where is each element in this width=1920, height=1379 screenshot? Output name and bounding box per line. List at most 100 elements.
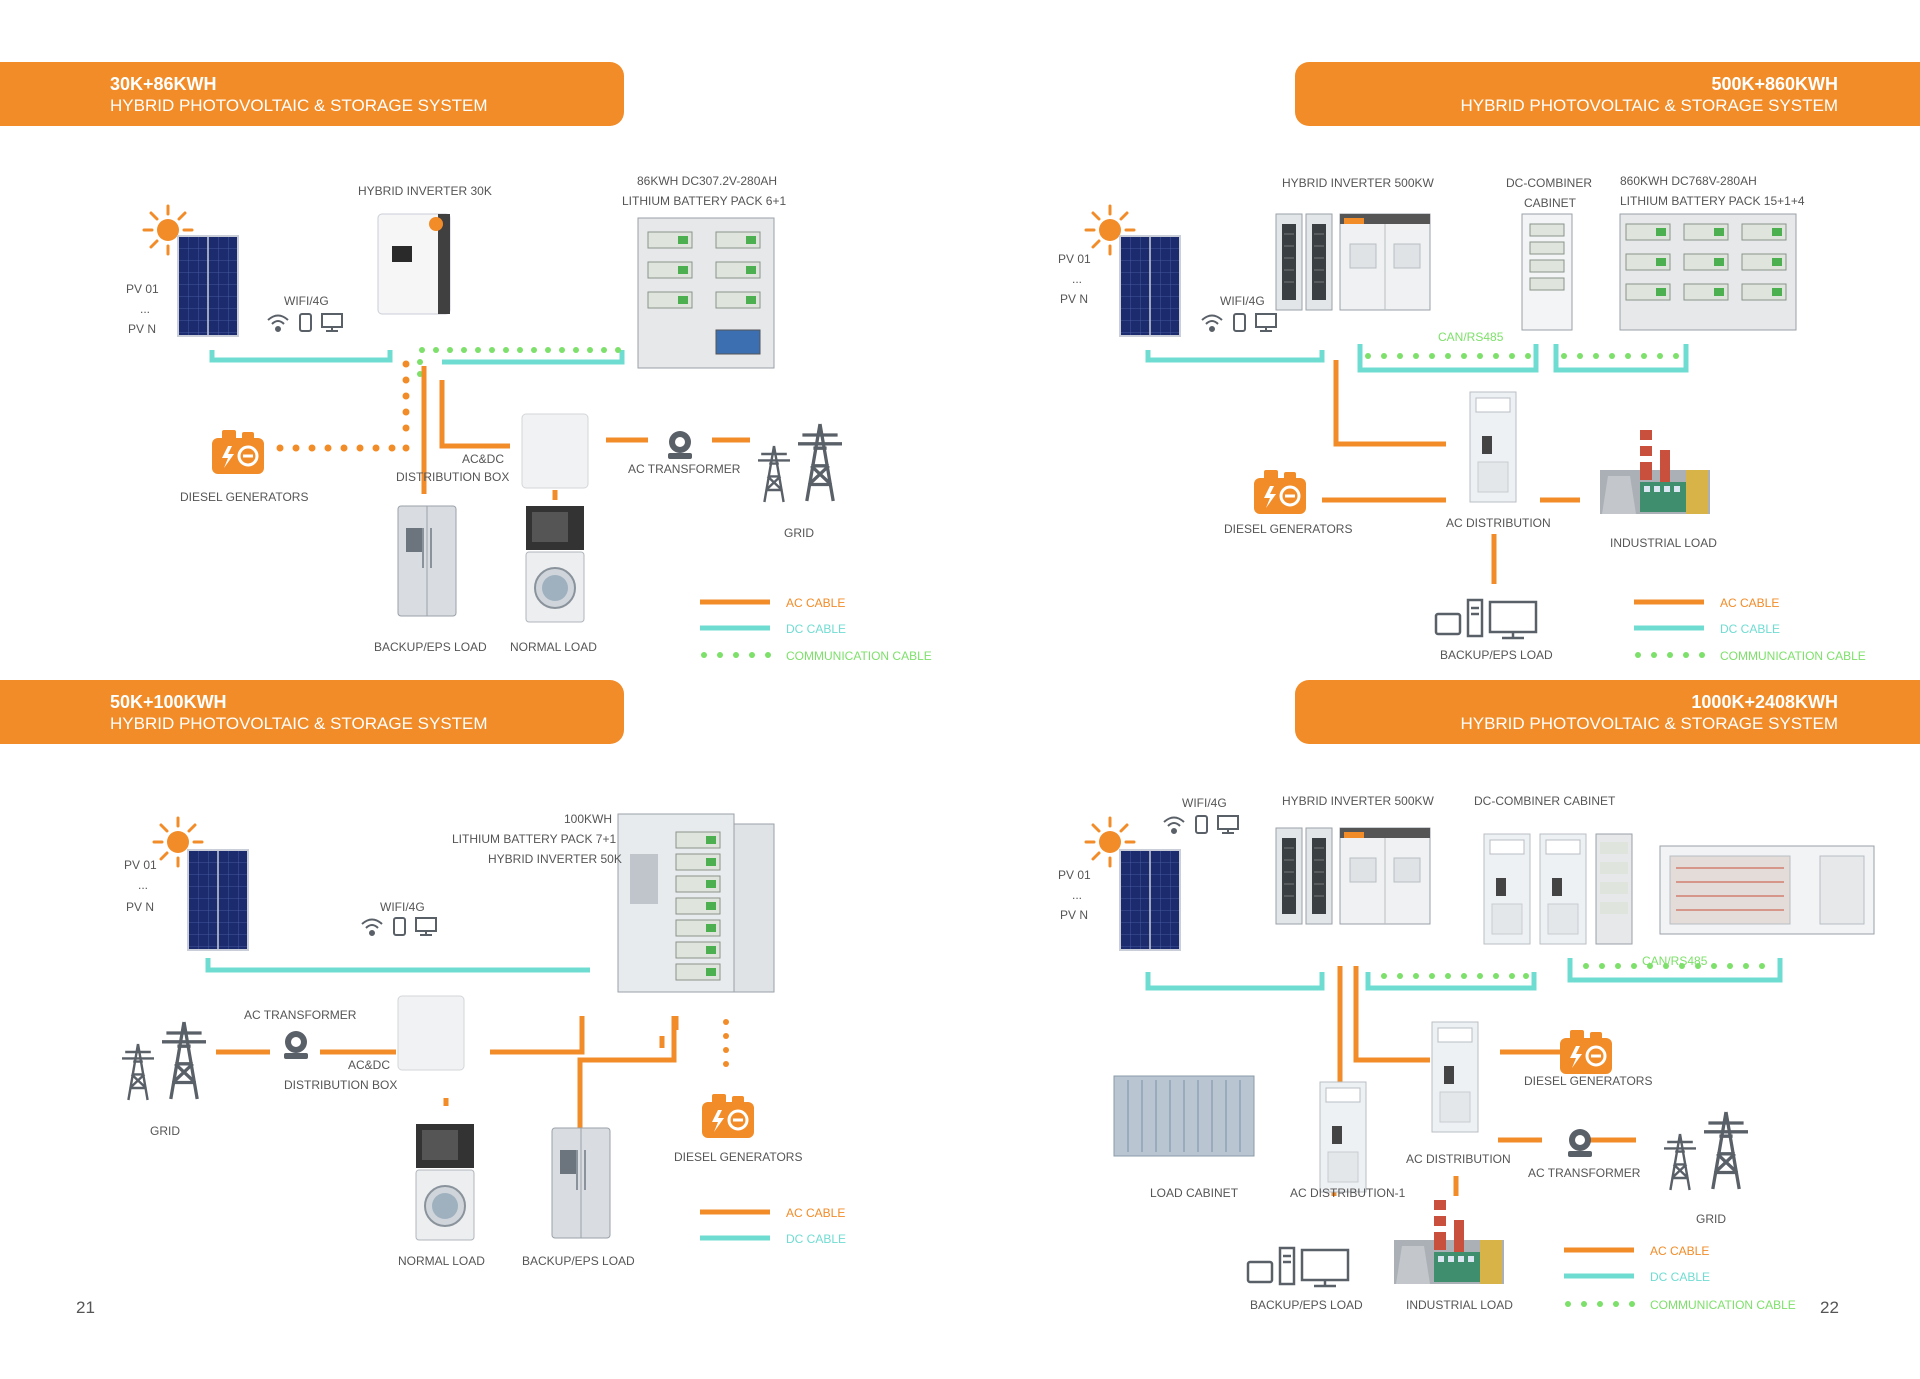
panel4-transformer-label: AC TRANSFORMER	[1528, 1166, 1641, 1180]
panel2-dc-combiner	[1521, 213, 1573, 331]
panel1-acdc-box	[521, 413, 589, 489]
panel4-combiner-cabinet-2	[1539, 833, 1587, 945]
panel4-grid-label: GRID	[1696, 1212, 1726, 1226]
panel4-can-label: CAN/RS485	[1642, 954, 1708, 968]
panel2-subtitle: HYBRID PHOTOVOLTAIC & STORAGE SYSTEM	[1460, 96, 1838, 115]
panel1-pv-panel	[177, 235, 239, 337]
panel3-battery-capacity: 100KWH	[564, 812, 613, 826]
panel4-battery-rack	[1595, 833, 1633, 945]
panel1-graphics	[142, 204, 842, 658]
panel4-load-container	[1113, 1075, 1255, 1157]
panel4-backup-load-icon	[1246, 1246, 1350, 1288]
panel1-pv-last: PV N	[128, 322, 157, 336]
panel3-battery-pack: LITHIUM BATTERY PACK 7+1	[452, 832, 617, 846]
panel2-industrial-icon	[1600, 430, 1710, 514]
panel4-legend-dc: DC CABLE	[1650, 1270, 1711, 1284]
panel2-title-tab: 500K+860KWH HYBRID PHOTOVOLTAIC & STORAG…	[1295, 62, 1920, 126]
panel3-legend-ac: AC CABLE	[786, 1206, 846, 1220]
panel1-pv-first: PV 01	[126, 282, 159, 296]
panel1-inverter	[377, 213, 451, 315]
panel4-combiner-label: DC-COMBINER CABINET	[1474, 794, 1616, 808]
panel1-battery-spec: 86KWH DC307.2V-280AH	[637, 174, 778, 188]
panel4-inverter-label: HYBRID INVERTER 500KW	[1282, 794, 1434, 808]
panel2-pv-dots: ...	[1072, 272, 1083, 286]
panel3-pv-dots: ...	[138, 878, 149, 892]
panel2-ac-distribution-cabinet	[1469, 391, 1517, 503]
panel1-diesel-label: DIESEL GENERATORS	[180, 490, 309, 504]
panel3-wifi-icons	[361, 917, 437, 936]
panel4-legend-ac: AC CABLE	[1650, 1244, 1710, 1258]
panel2-pv-panel	[1119, 235, 1181, 337]
panel3-backup-label: BACKUP/EPS LOAD	[522, 1254, 635, 1268]
panel2-inverter-label: HYBRID INVERTER 500KW	[1282, 176, 1434, 190]
panel4-storage-container	[1659, 845, 1875, 935]
panel2-battery-pack: LITHIUM BATTERY PACK 15+1+4	[1620, 194, 1805, 208]
panel1-backup-label: BACKUP/EPS LOAD	[374, 640, 487, 654]
panel2-pv-last: PV N	[1060, 292, 1089, 306]
panel4-diesel-label: DIESEL GENERATORS	[1524, 1074, 1653, 1088]
panel3-acdc-box	[397, 995, 465, 1071]
panel4-inverter-pcs	[1339, 827, 1431, 925]
panel4-backup-label: BACKUP/EPS LOAD	[1250, 1298, 1363, 1312]
panel2-legend-ac: AC CABLE	[1720, 596, 1780, 610]
panel2-legend-dc: DC CABLE	[1720, 622, 1781, 636]
panel4-combiner-cabinet-1	[1483, 833, 1531, 945]
panel4-pv-panel	[1119, 849, 1181, 951]
panel4-ac-distribution-1-cabinet	[1319, 1081, 1367, 1193]
panel3-inverter-label: HYBRID INVERTER 50K	[488, 852, 622, 866]
panel3-battery-cabinet	[617, 813, 775, 993]
page-number-right: 22	[1820, 1298, 1839, 1317]
panel4-grid-icon	[1664, 1112, 1748, 1190]
panel2-legend-comm: COMMUNICATION CABLE	[1720, 649, 1866, 663]
panel3-fridge	[551, 1127, 611, 1239]
panel3-pv-first: PV 01	[124, 858, 157, 872]
panel4-inverter-rack-2	[1305, 827, 1333, 925]
panel2-industrial-label: INDUSTRIAL LOAD	[1610, 536, 1717, 550]
panel4-pv-first: PV 01	[1058, 868, 1091, 882]
panel4-wifi-label: WIFI/4G	[1182, 796, 1227, 810]
panel3-grid-icon	[122, 1022, 206, 1100]
panel3-pv-last: PV N	[126, 900, 155, 914]
panel4-ac-distribution-cabinet	[1431, 1021, 1479, 1133]
panel3-title-tab: 50K+100KWH HYBRID PHOTOVOLTAIC & STORAGE…	[0, 680, 624, 744]
panel3-legend-dc: DC CABLE	[786, 1232, 847, 1246]
panel2-battery-spec: 860KWH DC768V-280AH	[1620, 174, 1757, 188]
panel2-combiner-label-1: DC-COMBINER	[1506, 176, 1592, 190]
panel1-title-tab: 30K+86KWH HYBRID PHOTOVOLTAIC & STORAGE …	[0, 62, 624, 126]
panel2-can-label: CAN/RS485	[1438, 330, 1504, 344]
panel4-diesel-icon	[1558, 1028, 1614, 1076]
panel2-inverter-pcs	[1339, 213, 1431, 311]
page-number-left: 21	[76, 1298, 95, 1317]
panel3-diesel-icon	[700, 1092, 756, 1140]
panel1-washer	[525, 505, 585, 623]
panel3-wifi-label: WIFI/4G	[380, 900, 425, 914]
panel1-grid-label: GRID	[784, 526, 814, 540]
panel2-pv-first: PV 01	[1058, 252, 1091, 266]
panel4-pv-last: PV N	[1060, 908, 1089, 922]
panel1-legend-ac: AC CABLE	[786, 596, 846, 610]
panel2-acdist-label: AC DISTRIBUTION	[1446, 516, 1551, 530]
panel3-pv-panel	[187, 849, 249, 951]
panel4-title-tab: 1000K+2408KWH HYBRID PHOTOVOLTAIC & STOR…	[1295, 680, 1920, 744]
panel3-washer	[415, 1123, 475, 1241]
panel1-wifi-label: WIFI/4G	[284, 294, 329, 308]
panel1-legend-dc: DC CABLE	[786, 622, 847, 636]
panel4-transformer-icon	[1568, 1129, 1592, 1157]
panel2-wifi-icons	[1201, 313, 1277, 332]
panel2-diesel-label: DIESEL GENERATORS	[1224, 522, 1353, 536]
panel3-grid-label: GRID	[150, 1124, 180, 1138]
panel4-title: 1000K+2408KWH	[1691, 692, 1838, 712]
panel4-legend-comm: COMMUNICATION CABLE	[1650, 1298, 1796, 1312]
panel4-acdist1-label: AC DISTRIBUTION-1	[1290, 1186, 1406, 1200]
panel1-fridge	[397, 505, 457, 617]
panel3-normal-label: NORMAL LOAD	[398, 1254, 485, 1268]
panel2-diesel-icon	[1252, 468, 1308, 516]
panel2-title: 500K+860KWH	[1711, 74, 1838, 94]
panel1-transformer-icon	[668, 431, 692, 459]
panel1-pv-dots: ...	[140, 302, 151, 316]
panel3-acdc-label-1: AC&DC	[348, 1058, 391, 1072]
panel3-graphics	[122, 813, 775, 1241]
panel4-acdist-label: AC DISTRIBUTION	[1406, 1152, 1511, 1166]
panel2-inverter-rack-2	[1305, 213, 1333, 311]
panel2-inverter-rack-1	[1275, 213, 1303, 311]
